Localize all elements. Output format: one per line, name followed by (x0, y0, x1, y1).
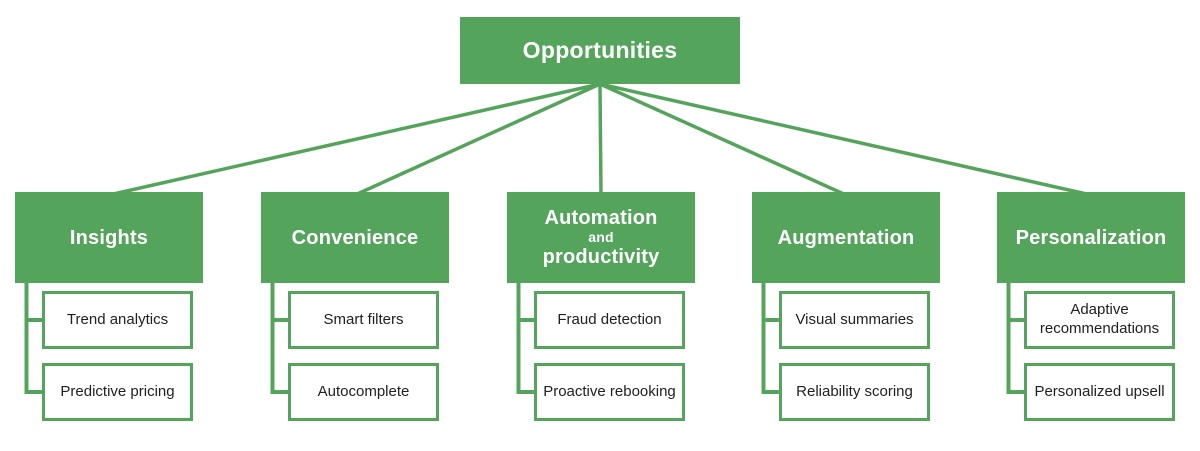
child-node-label: Smart filters (323, 310, 404, 328)
child-node: Autocomplete (288, 363, 439, 421)
child-node-label: Fraud detection (557, 310, 662, 328)
category-node-label-line: Automation (544, 207, 658, 230)
child-node-label: Predictive pricing (60, 382, 175, 400)
child-node-label: Autocomplete (317, 382, 410, 400)
root-node-label: Opportunities (522, 37, 678, 63)
category-node: Convenience (261, 192, 449, 283)
category-node-label-line: Convenience (291, 226, 419, 249)
child-node: Visual summaries (779, 291, 930, 349)
category-column: Augmentation Visual summaries Reliabilit… (752, 192, 940, 432)
child-node-label: Trend analytics (66, 310, 169, 328)
child-node: Smart filters (288, 291, 439, 349)
category-node-label-line: and (588, 229, 614, 246)
child-node-label: Proactive rebooking (543, 382, 676, 400)
child-node: Proactive rebooking (534, 363, 685, 421)
category-node: Insights (15, 192, 203, 283)
child-node: Reliability scoring (779, 363, 930, 421)
root-node: Opportunities (460, 17, 740, 84)
category-column: Personalization Adaptive recommendations… (997, 192, 1185, 432)
category-node-label-line: Augmentation (777, 226, 915, 249)
child-node: Personalized upsell (1024, 363, 1175, 421)
category-column: Insights Trend analytics Predictive pric… (15, 192, 203, 432)
category-node: Augmentation (752, 192, 940, 283)
child-node-label: Adaptive recommendations (1039, 301, 1160, 337)
category-node: Personalization (997, 192, 1185, 283)
child-node: Trend analytics (42, 291, 193, 349)
child-node: Fraud detection (534, 291, 685, 349)
child-node: Adaptive recommendations (1024, 291, 1175, 349)
child-node-label: Reliability scoring (796, 382, 913, 400)
category-column: Convenience Smart filters Autocomplete (261, 192, 449, 432)
child-node: Predictive pricing (42, 363, 193, 421)
child-node-label: Personalized upsell (1034, 382, 1165, 400)
category-node-label-line: productivity (542, 245, 660, 268)
child-node-label: Visual summaries (795, 310, 914, 328)
category-node-label-line: Insights (69, 226, 149, 249)
category-node-label-line: Personalization (1015, 226, 1167, 249)
